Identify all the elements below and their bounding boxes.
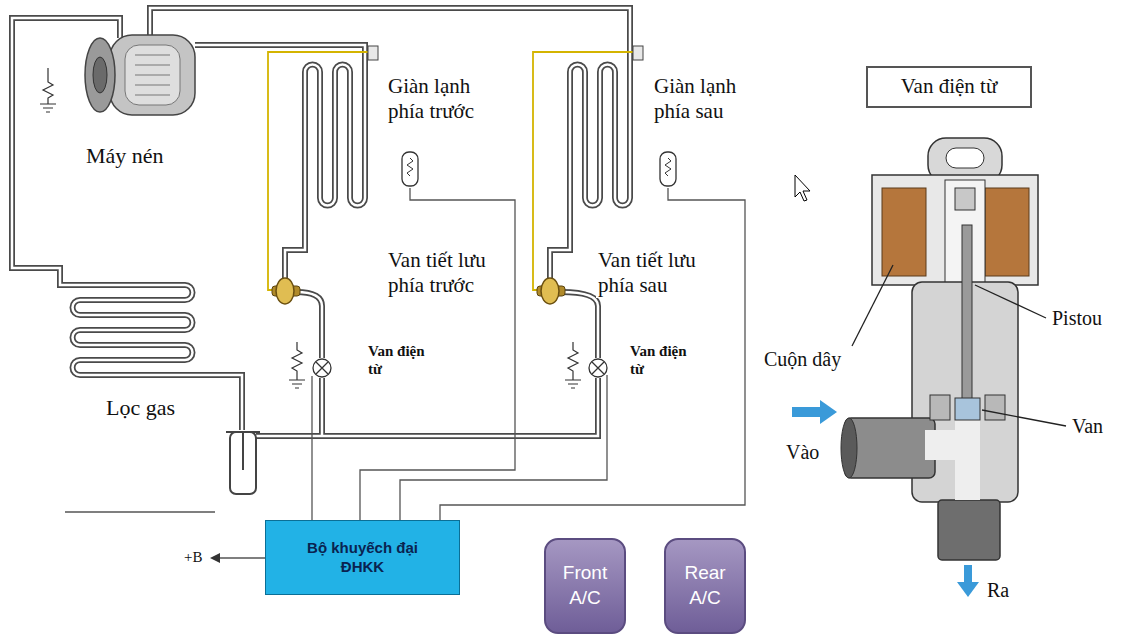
flow-label: Vào	[784, 440, 821, 464]
node-text: Van điện từ	[901, 74, 998, 99]
leader-lines	[852, 265, 1066, 426]
refrigerant-pipes	[12, 8, 630, 436]
arrow-head	[210, 553, 220, 563]
flow-arrow	[792, 400, 979, 597]
part-label: Van điện từ	[628, 342, 704, 378]
part-label: Pistou	[1050, 306, 1104, 330]
control-wires	[65, 188, 745, 558]
sensing-bulb	[633, 46, 643, 60]
flow-label: Ra	[985, 578, 1011, 602]
node-text: Rear A/C	[674, 561, 736, 610]
thermistor	[402, 152, 676, 186]
part-label: Lọc gas	[104, 395, 177, 421]
solenoid-symbol	[313, 359, 607, 377]
control-button: Rear A/C	[664, 538, 746, 634]
part-label: Máy nén	[84, 143, 166, 169]
part-label: Van tiết lưu phía trước	[386, 248, 512, 298]
node-text: Bộ khuyếch đại ĐHKK	[299, 539, 427, 577]
solenoid-valve-cutaway	[841, 138, 1038, 560]
part-label: Giàn lạnh phía sau	[652, 74, 774, 124]
control-button: Front A/C	[544, 538, 626, 634]
filter-drier	[226, 432, 260, 494]
mouse-cursor	[795, 175, 810, 201]
part-label: Van điện từ	[366, 342, 442, 378]
ground-symbol	[40, 68, 56, 112]
compressor	[85, 35, 195, 115]
sensing-bulb	[368, 46, 378, 60]
part-label: Giàn lạnh phía trước	[386, 74, 502, 124]
title-box: Van điện từ	[866, 66, 1032, 108]
coil-ground-symbol	[289, 342, 581, 388]
part-label: Van	[1070, 414, 1105, 438]
part-label: Van tiết lưu phía sau	[596, 248, 722, 298]
node-text: Front A/C	[554, 561, 616, 610]
signal-label: +B	[182, 548, 204, 566]
amplifier-box: Bộ khuyếch đại ĐHKK	[265, 520, 460, 595]
part-label: Cuộn dây	[762, 347, 843, 371]
